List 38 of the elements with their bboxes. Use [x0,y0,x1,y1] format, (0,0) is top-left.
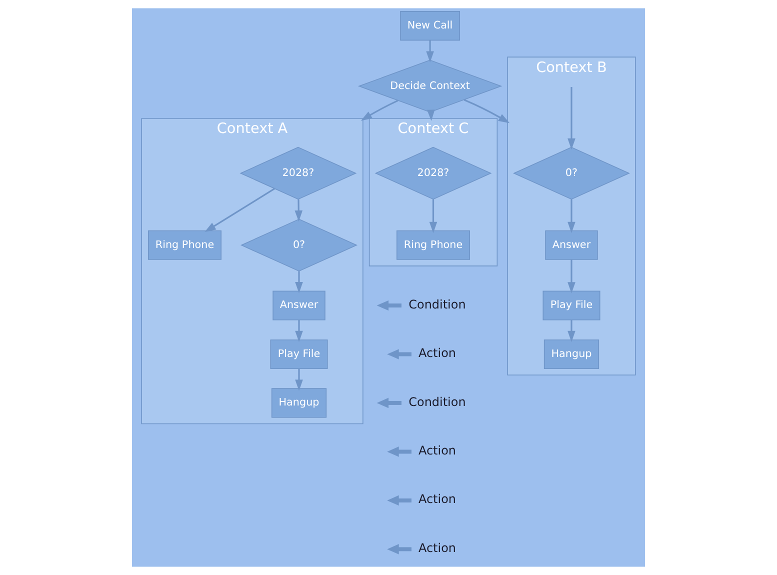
arrow [568,320,576,342]
node-text: Condition [408,297,466,312]
arrow [387,349,412,360]
node-text: Action [418,492,456,506]
node-box: Play File [542,290,600,320]
node-box: Play File [270,339,328,369]
arrow [360,100,398,121]
arrow [204,188,276,232]
node-diamond: 2028? [240,146,357,200]
node-box: Ring Phone [148,230,222,260]
node-diamond: 0? [512,146,630,200]
arrow [568,87,576,150]
arrow [295,271,303,294]
node-diamond: 2028? [374,146,492,200]
node-box: Answer [272,290,326,320]
node-text: Action [418,444,456,458]
arrow [464,99,510,124]
arrow [376,300,402,311]
arrow [295,320,303,342]
node-box: Hangup [544,339,600,369]
arrow [568,260,576,294]
node-text: Condition [408,394,466,409]
node-text: Action [418,346,456,360]
arrow [387,544,412,554]
arrow [376,398,402,408]
arrow [429,199,438,234]
node-box: Answer [545,230,598,260]
arrow [426,40,434,62]
node-box: Ring Phone [396,230,470,260]
arrow [387,495,412,506]
arrow [387,446,412,457]
arrow [295,368,303,391]
node-text: Action [418,540,456,555]
node-box: New Call [400,11,460,41]
node-diamond: 0? [240,218,358,272]
arrow [294,199,303,222]
node-box: Hangup [271,388,327,418]
arrow [568,199,576,234]
